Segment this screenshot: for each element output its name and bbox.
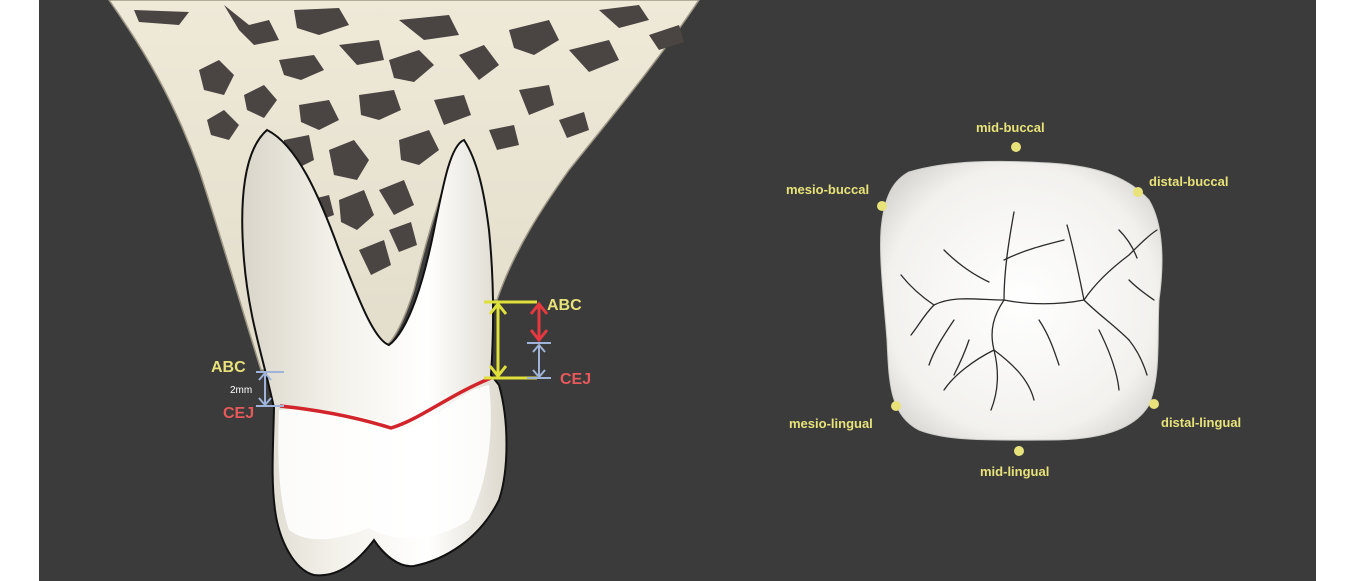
distal-buccal-dot: [1133, 187, 1143, 197]
distal-lingual-label: distal-lingual: [1161, 415, 1241, 430]
measurement-label: 2mm: [230, 385, 252, 396]
mesio-lingual-label: mesio-lingual: [789, 416, 873, 431]
diagram-svg: ABC 2mm CEJ ABC CEJ: [39, 0, 1316, 581]
mid-buccal-label: mid-buccal: [976, 120, 1045, 135]
occlusal-crown: [881, 161, 1162, 440]
mid-buccal-dot: [1011, 142, 1021, 152]
distal-lingual-dot: [1149, 399, 1159, 409]
abc-label-left: ABC: [211, 359, 246, 376]
mid-lingual-label: mid-lingual: [980, 464, 1049, 479]
mesio-lingual-dot: [891, 401, 901, 411]
abc-label-right: ABC: [547, 297, 582, 314]
cej-label-right: CEJ: [560, 371, 591, 388]
mesio-buccal-dot: [877, 201, 887, 211]
diagram-canvas: ABC 2mm CEJ ABC CEJ: [39, 0, 1316, 581]
cej-label-left: CEJ: [223, 405, 254, 422]
mid-lingual-dot: [1014, 446, 1024, 456]
distal-buccal-label: distal-buccal: [1149, 174, 1228, 189]
mesio-buccal-label: mesio-buccal: [786, 182, 869, 197]
